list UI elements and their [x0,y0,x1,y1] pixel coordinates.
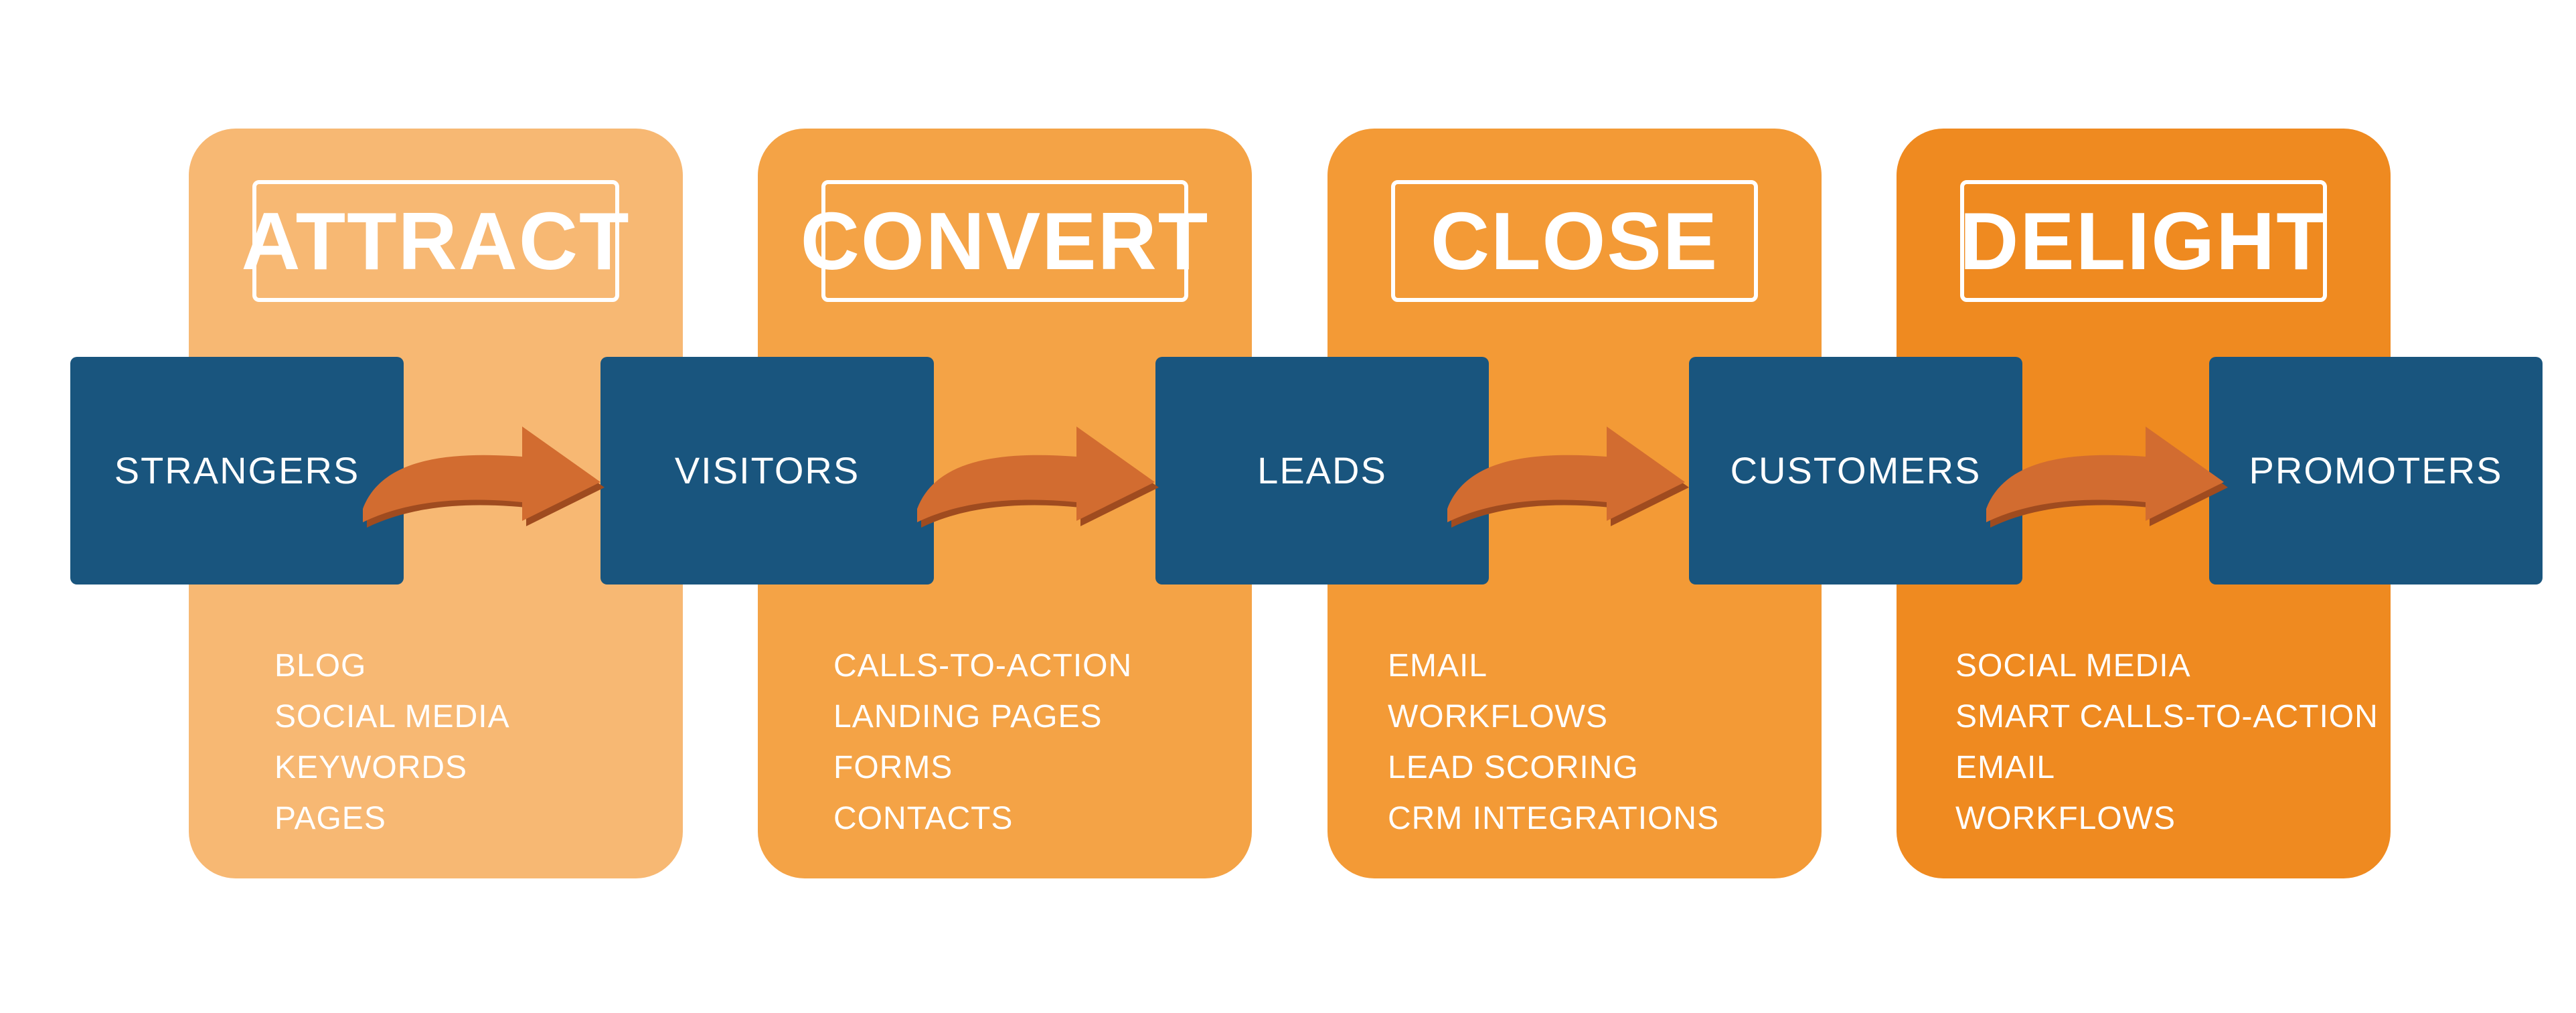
flow-arrow-icon [917,426,1159,528]
stage-title-close: CLOSE [1391,180,1758,302]
tool-item: WORKFLOWS [1955,801,2176,836]
flow-arrow-icon [1986,426,2228,528]
flow-arrow-icon [1447,426,1689,528]
tool-item: WORKFLOWS [1388,699,1608,734]
stage-tools-convert: CALLS-TO-ACTION LANDING PAGES FORMS CONT… [833,641,1132,844]
audience-box-customers: CUSTOMERS [1689,357,2022,585]
tool-item: PAGES [274,801,386,836]
audience-box-strangers: STRANGERS [70,357,404,585]
tool-item: LEAD SCORING [1388,750,1639,785]
tool-item: SMART CALLS-TO-ACTION [1955,699,2379,734]
tool-item: CALLS-TO-ACTION [833,648,1133,684]
tool-item: LANDING PAGES [833,699,1103,734]
tool-item: CONTACTS [833,801,1014,836]
stage-tools-delight: SOCIAL MEDIA SMART CALLS-TO-ACTION EMAIL… [1955,641,2379,844]
tool-item: KEYWORDS [274,750,468,785]
stage-title-convert: CONVERT [801,180,1208,302]
stage-title-attract: ATTRACT [242,180,629,302]
stage-title-delight: DELIGHT [1959,180,2327,302]
stage-tools-attract: BLOG SOCIAL MEDIA KEYWORDS PAGES [274,641,510,844]
tool-item: EMAIL [1955,750,2056,785]
tool-item: BLOG [274,648,367,684]
audience-box-visitors: VISITORS [600,357,934,585]
tool-item: SOCIAL MEDIA [1955,648,2191,684]
tool-item: FORMS [833,750,953,785]
flow-arrow-icon [363,426,605,528]
stage-tools-close: EMAIL WORKFLOWS LEAD SCORING CRM INTEGRA… [1388,641,1719,844]
audience-box-promoters: PROMOTERS [2209,357,2543,585]
tool-item: EMAIL [1388,648,1488,684]
tool-item: SOCIAL MEDIA [274,699,510,734]
audience-box-leads: LEADS [1155,357,1489,585]
tool-item: CRM INTEGRATIONS [1388,801,1720,836]
